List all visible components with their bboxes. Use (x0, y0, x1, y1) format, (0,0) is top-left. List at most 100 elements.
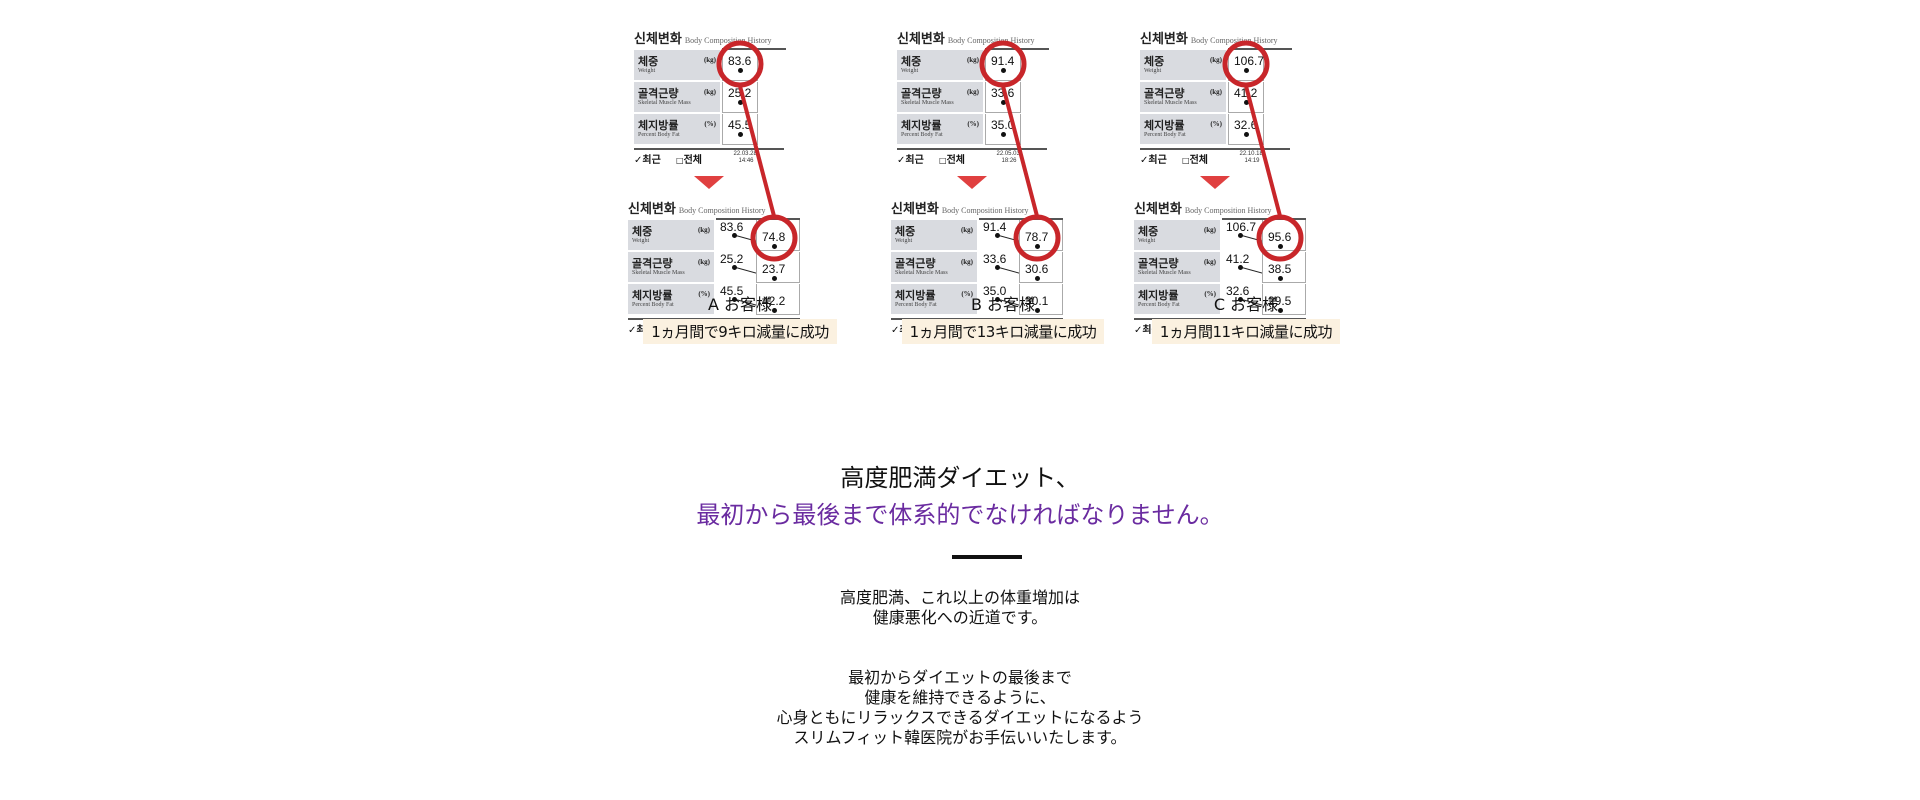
all-checkbox[interactable]: □전체 (1182, 151, 1208, 166)
metric-unit: (kg) (1203, 258, 1216, 266)
card-title-en: Body Composition History (947, 36, 1035, 45)
metric-label-en: Weight (1138, 238, 1156, 244)
all-checkbox[interactable]: □전체 (676, 151, 702, 166)
recent-checkbox[interactable]: ✓최근 (634, 151, 661, 166)
check-icon: ✓ (897, 155, 906, 166)
paragraph-2: 最初からダイエットの最後まで 健康を維持できるように、 心身ともにリラックスでき… (0, 668, 1920, 748)
card-title-kr: 신체변화 (1140, 32, 1188, 47)
metric-value-start: 41.2 (1226, 252, 1250, 266)
metric-label-en: Percent Body Fat (901, 132, 943, 138)
data-point (1238, 265, 1243, 270)
before-highlight-circle (1222, 40, 1270, 88)
metric-unit: (kg) (966, 88, 979, 96)
recent-label: 최근 (905, 155, 924, 166)
down-arrow-icon (694, 176, 724, 189)
metric-label-en: Percent Body Fat (895, 302, 937, 308)
metric-value-end: 78.7 (1025, 230, 1049, 244)
data-point (772, 244, 777, 249)
customer-name: C お客様 (1213, 295, 1279, 314)
metric-label-en: Skeletal Muscle Mass (895, 270, 948, 276)
card-footer: ✓최근 □전체 22.05.03. 18:26 (897, 148, 1047, 166)
before-highlight-circle (716, 40, 764, 88)
data-point (1035, 308, 1040, 313)
result-badge: 1ヵ月間で13キロ減量に成功 (901, 319, 1105, 344)
all-label: 전체 (1189, 155, 1208, 166)
metric-value: 45.5 (728, 118, 752, 132)
metric-label-kr: 체지방률 (895, 289, 936, 302)
paragraph-1-line: 健康悪化への近道です。 (872, 608, 1048, 627)
metric-label-en: Skeletal Muscle Mass (1138, 270, 1191, 276)
metric-value-end: 30.6 (1025, 262, 1049, 276)
metric-label-kr: 체중 (1138, 225, 1159, 238)
metric-label-kr: 골격근량 (1138, 257, 1179, 270)
metric-label-en: Skeletal Muscle Mass (901, 100, 954, 106)
value-cell (756, 284, 800, 315)
data-point (995, 265, 1000, 270)
after-highlight-circle (750, 214, 798, 262)
data-point (1001, 132, 1006, 137)
result-badge: 1ヵ月間で9キロ減量に成功 (643, 319, 837, 344)
checkbox-icon: □ (676, 156, 684, 165)
data-point (1278, 244, 1283, 249)
metric-value-start: 91.4 (983, 220, 1007, 234)
metric-unit: (%) (698, 290, 710, 298)
all-label: 전체 (683, 155, 702, 166)
paragraph-1-line: 高度肥満、これ以上の体重増加は (839, 588, 1080, 607)
data-point (1278, 276, 1283, 281)
all-checkbox[interactable]: □전체 (939, 151, 965, 166)
down-arrow-icon (1200, 176, 1230, 189)
data-point (1001, 100, 1006, 105)
result-wrap: 1ヵ月間で13キロ減量に成功 (883, 315, 1123, 344)
data-point (732, 265, 737, 270)
metric-label-kr: 체중 (1144, 55, 1165, 68)
metric-label-kr: 골격근량 (632, 257, 673, 270)
metric-label-kr: 체중 (901, 55, 922, 68)
metric-unit: (kg) (703, 56, 716, 64)
recent-checkbox[interactable]: ✓최근 (897, 151, 924, 166)
connector-line (1244, 85, 1282, 217)
metric-label-kr: 골격근량 (1144, 87, 1185, 100)
metric-label-kr: 골격근량 (895, 257, 936, 270)
metric-label-kr: 체지방률 (901, 119, 942, 132)
case-caption: B お客様 1ヵ月間で13キロ減量に成功 (883, 291, 1123, 344)
card-title-kr: 신체변화 (1134, 202, 1182, 217)
metric-value-end: 38.5 (1268, 262, 1292, 276)
date-label: 22.03.28. 14:46 (733, 151, 759, 164)
value-cell (1228, 50, 1264, 81)
customer-name: B お客様 (970, 295, 1036, 314)
date-label: 22.05.03. 18:26 (996, 151, 1022, 164)
metric-value: 41.2 (1234, 86, 1258, 100)
recent-checkbox[interactable]: ✓최근 (1140, 151, 1167, 166)
card-title-kr: 신체변화 (628, 202, 676, 217)
data-point (1238, 297, 1243, 302)
metric-label-en: Weight (632, 238, 650, 244)
card-title-en: Body Composition History (1184, 206, 1272, 215)
check-icon: ✓ (1134, 325, 1143, 336)
metric-label-kr: 골격근량 (901, 87, 942, 100)
check-icon: ✓ (891, 325, 900, 336)
metric-label-kr: 체지방률 (638, 119, 679, 132)
data-point (738, 132, 743, 137)
card-title-kr: 신체변화 (897, 32, 945, 47)
data-point (1035, 276, 1040, 281)
metric-value: 25.2 (728, 86, 752, 100)
metric-unit: (%) (1204, 290, 1216, 298)
recent-checkbox[interactable]: ✓최근 (1134, 321, 1161, 336)
